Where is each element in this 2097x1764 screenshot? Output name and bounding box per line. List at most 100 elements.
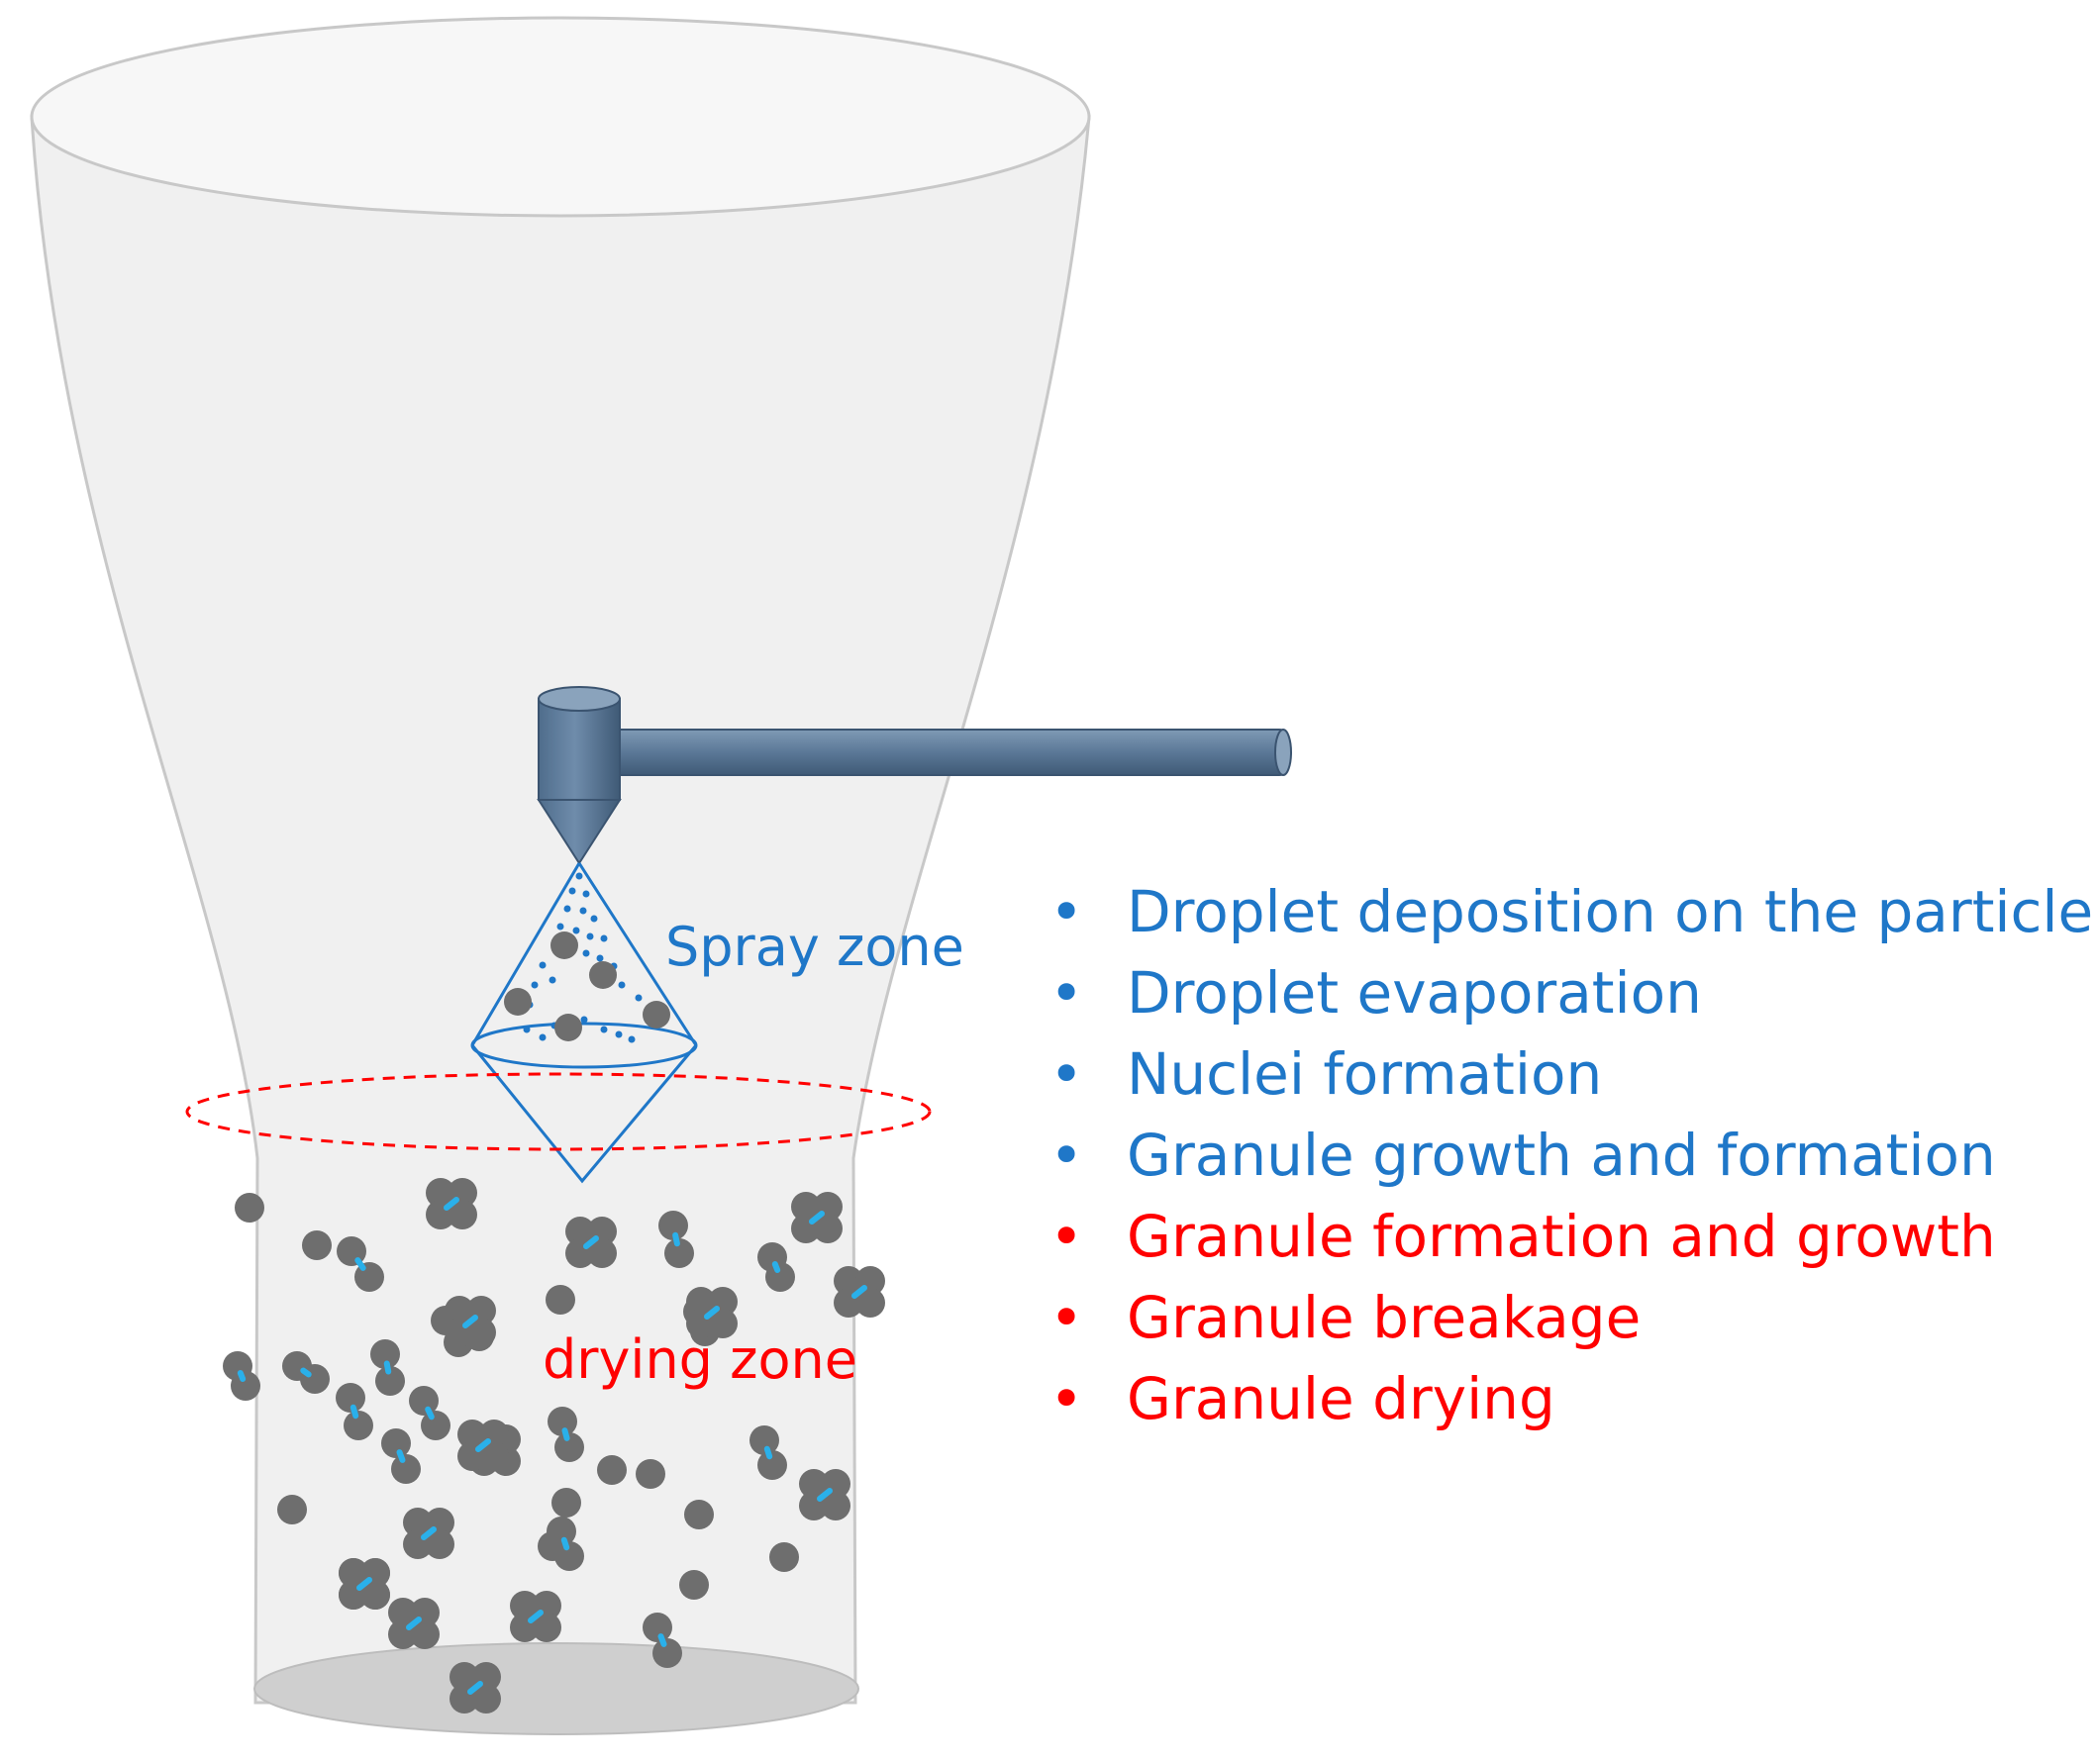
spray-droplet [563, 905, 571, 913]
spray-droplet [600, 1026, 608, 1033]
granule-particle [466, 1318, 496, 1347]
nozzle-tip [537, 799, 622, 865]
granule-particle [587, 1238, 617, 1268]
spray-droplet [590, 915, 598, 923]
spray-cone-upper [470, 862, 698, 1046]
bullet-icon: • [1049, 1122, 1084, 1189]
process-item: •Granule drying [1038, 1358, 2093, 1439]
spray-nozzle [537, 686, 1292, 865]
granulator-vessel [30, 16, 1091, 1735]
nozzle-feed-pipe [603, 729, 1288, 776]
granule-particle [565, 1217, 595, 1246]
process-item: • Granule breakage [1038, 1277, 2093, 1358]
spray-droplet [580, 1016, 588, 1024]
primary-particle [636, 1459, 665, 1489]
spray-particle [554, 1014, 582, 1041]
granule-particle [410, 1619, 440, 1649]
binder-bridge [421, 1526, 437, 1540]
granule-particle [231, 1371, 260, 1401]
granule-particle [510, 1591, 540, 1620]
primary-particle [679, 1570, 709, 1600]
spray-droplet [539, 1033, 547, 1041]
process-item: • Droplet evaporation [1038, 952, 2093, 1033]
spray-particle [589, 961, 617, 989]
bullet-icon: • [1049, 959, 1084, 1027]
primary-particle [597, 1455, 627, 1485]
process-label: Droplet deposition on the particle [1127, 878, 2094, 945]
binder-bridge [300, 1367, 312, 1378]
binder-bridge [467, 1681, 483, 1695]
binder-bridge [444, 1197, 459, 1211]
spray-droplet [628, 1035, 636, 1043]
process-item: •Nuclei formation [1038, 1033, 2093, 1115]
primary-particle [235, 1193, 264, 1223]
granule-particle [360, 1580, 390, 1610]
binder-bridge [396, 1449, 406, 1463]
spray-droplet [523, 1026, 531, 1033]
binder-bridge [851, 1285, 867, 1299]
binder-bridge [528, 1610, 544, 1623]
spray-droplet [556, 923, 564, 931]
spray-droplet [575, 872, 583, 880]
granule-particle [799, 1469, 829, 1499]
bullet-icon: • [1049, 1284, 1084, 1351]
granule-particle [708, 1309, 738, 1338]
drying-zone-label: drying zone [543, 1328, 857, 1391]
granule-particle [339, 1558, 368, 1588]
vessel-bottom-plate [253, 1642, 859, 1735]
spray-cone [470, 862, 698, 1184]
granule-particle [791, 1192, 821, 1222]
vessel-top-rim [30, 16, 1091, 218]
spray-droplet [586, 932, 594, 940]
binder-bridge [561, 1427, 570, 1441]
granule-particle [336, 1383, 365, 1413]
process-item: • Droplet deposition on the particle [1038, 871, 2093, 952]
spray-droplet [600, 934, 608, 942]
granule-particle [554, 1541, 584, 1571]
nozzle-pipe-end [1274, 729, 1292, 776]
spray-droplet [615, 1030, 623, 1038]
bullet-icon: • [1049, 878, 1084, 945]
granule-particle [449, 1662, 479, 1692]
granule-particle [749, 1425, 779, 1455]
binder-bridge [237, 1370, 247, 1382]
granule-particle [643, 1613, 672, 1642]
primary-particle [277, 1495, 307, 1524]
spray-droplet [568, 887, 576, 895]
binder-bridge [475, 1438, 491, 1452]
spray-particles [504, 931, 670, 1041]
process-label: Granule breakage [1127, 1284, 1642, 1351]
spray-droplet [596, 954, 604, 962]
granule-particle [821, 1491, 850, 1520]
spray-particle [643, 1001, 670, 1029]
granule-particle [426, 1178, 455, 1208]
drying-particles [223, 1178, 885, 1714]
granule-particle [548, 1407, 577, 1436]
spray-droplet [618, 981, 626, 989]
spray-droplet [582, 949, 590, 957]
granule-particle [664, 1238, 694, 1268]
granule-particle [855, 1288, 885, 1318]
zone-boundary [185, 1072, 932, 1151]
binder-bridge [763, 1445, 773, 1460]
granule-particle [445, 1296, 474, 1325]
binder-bridge [462, 1315, 478, 1328]
nozzle-body [538, 698, 621, 801]
granule-particle [532, 1613, 561, 1642]
granule-particle [457, 1420, 487, 1449]
binder-bridge [350, 1404, 359, 1420]
binder-bridge [583, 1235, 599, 1249]
granule-particle [448, 1200, 477, 1229]
binder-bridge [354, 1257, 366, 1271]
process-label: Granule drying [1127, 1365, 1555, 1432]
process-label: Granule formation and growth [1127, 1203, 1996, 1270]
binder-bridge [704, 1306, 720, 1320]
spray-droplet [549, 976, 556, 984]
process-label: Droplet evaporation [1127, 959, 1702, 1027]
binder-bridge [560, 1536, 570, 1551]
spray-particle [504, 988, 532, 1016]
spray-zone-label: Spray zone [665, 916, 964, 978]
binder-bridge [657, 1633, 667, 1647]
primary-particle [546, 1285, 575, 1315]
